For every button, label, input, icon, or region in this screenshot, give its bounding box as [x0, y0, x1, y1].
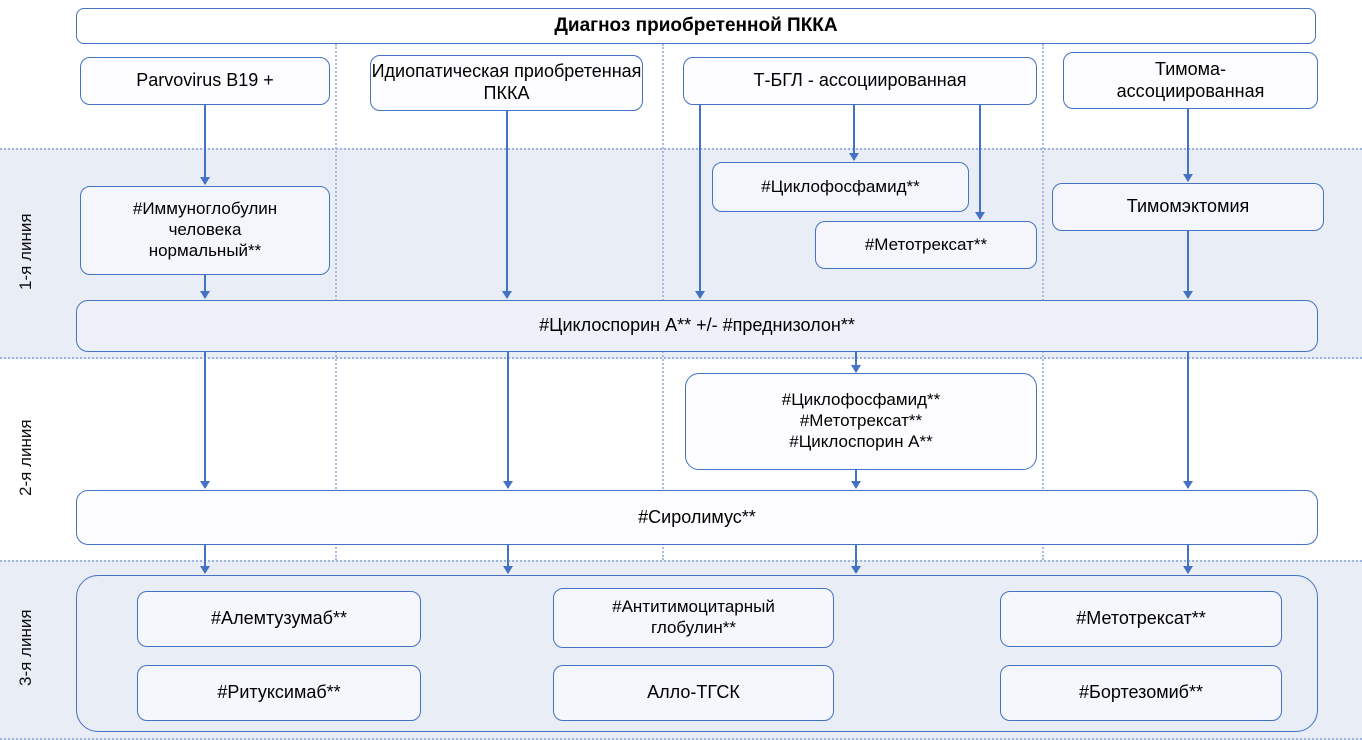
arrow-down-icon: [1183, 231, 1193, 299]
arrow-down-icon: [200, 275, 210, 299]
arrow-down-icon: [1183, 109, 1193, 182]
thymoma-box: Тимома- ассоциированная: [1063, 52, 1318, 109]
cyclosporin-prednisolone-bar: #Циклоспорин А** +/- #преднизолон**: [76, 300, 1318, 352]
methotrexate-line1-box: #Метотрексат**: [815, 221, 1037, 269]
t-lgl-box: Т-БГЛ - ассоциированная: [683, 57, 1037, 105]
arrow-down-icon: [851, 545, 861, 574]
arrow-down-icon: [851, 470, 861, 489]
diagnosis-title-box: Диагноз приобретенной ПККА: [76, 8, 1316, 44]
arrow-down-icon: [200, 545, 210, 574]
arrow-down-icon: [503, 545, 513, 574]
cyclophosphamide-line1-box: #Циклофосфамид**: [712, 162, 969, 212]
line1-label: 1-я линия: [16, 213, 35, 290]
arrow-down-icon: [851, 352, 861, 373]
arrow-down-icon: [1183, 545, 1193, 574]
line2-label: 2-я линия: [16, 419, 35, 496]
combo-therapy-box: #Циклофосфамид** #Метотрексат** #Циклосп…: [685, 373, 1037, 470]
line3-label: 3-я линия: [16, 609, 35, 687]
sirolimus-bar: #Сиролимус**: [76, 490, 1318, 545]
immunoglobulin-box: #Иммуноглобулин человека нормальный**: [80, 186, 330, 275]
allo-tgsk-box: Алло-ТГСК: [553, 665, 834, 721]
thymectomy-box: Тимомэктомия: [1052, 183, 1324, 231]
arrow-down-icon: [200, 105, 210, 185]
arrow-down-icon: [975, 105, 985, 220]
arrow-down-icon: [200, 352, 210, 489]
arrow-down-icon: [1183, 352, 1193, 489]
parvovirus-box: Parvovirus B19 +: [80, 57, 330, 105]
antithymocyte-globulin-box: #Антитимоцитарный глобулин**: [553, 588, 834, 648]
arrow-down-icon: [849, 105, 859, 161]
arrow-down-icon: [695, 105, 705, 299]
arrow-down-icon: [502, 111, 512, 299]
alemtuzumab-box: #Алемтузумаб**: [137, 591, 421, 647]
idiopathic-box: Идиопатическая приобретенная ПККА: [370, 55, 643, 111]
rituximab-box: #Ритуксимаб**: [137, 665, 421, 721]
arrow-down-icon: [503, 352, 513, 489]
bortezomib-box: #Бортезомиб**: [1000, 665, 1282, 721]
methotrexate-line3-box: #Метотрексат**: [1000, 591, 1282, 647]
